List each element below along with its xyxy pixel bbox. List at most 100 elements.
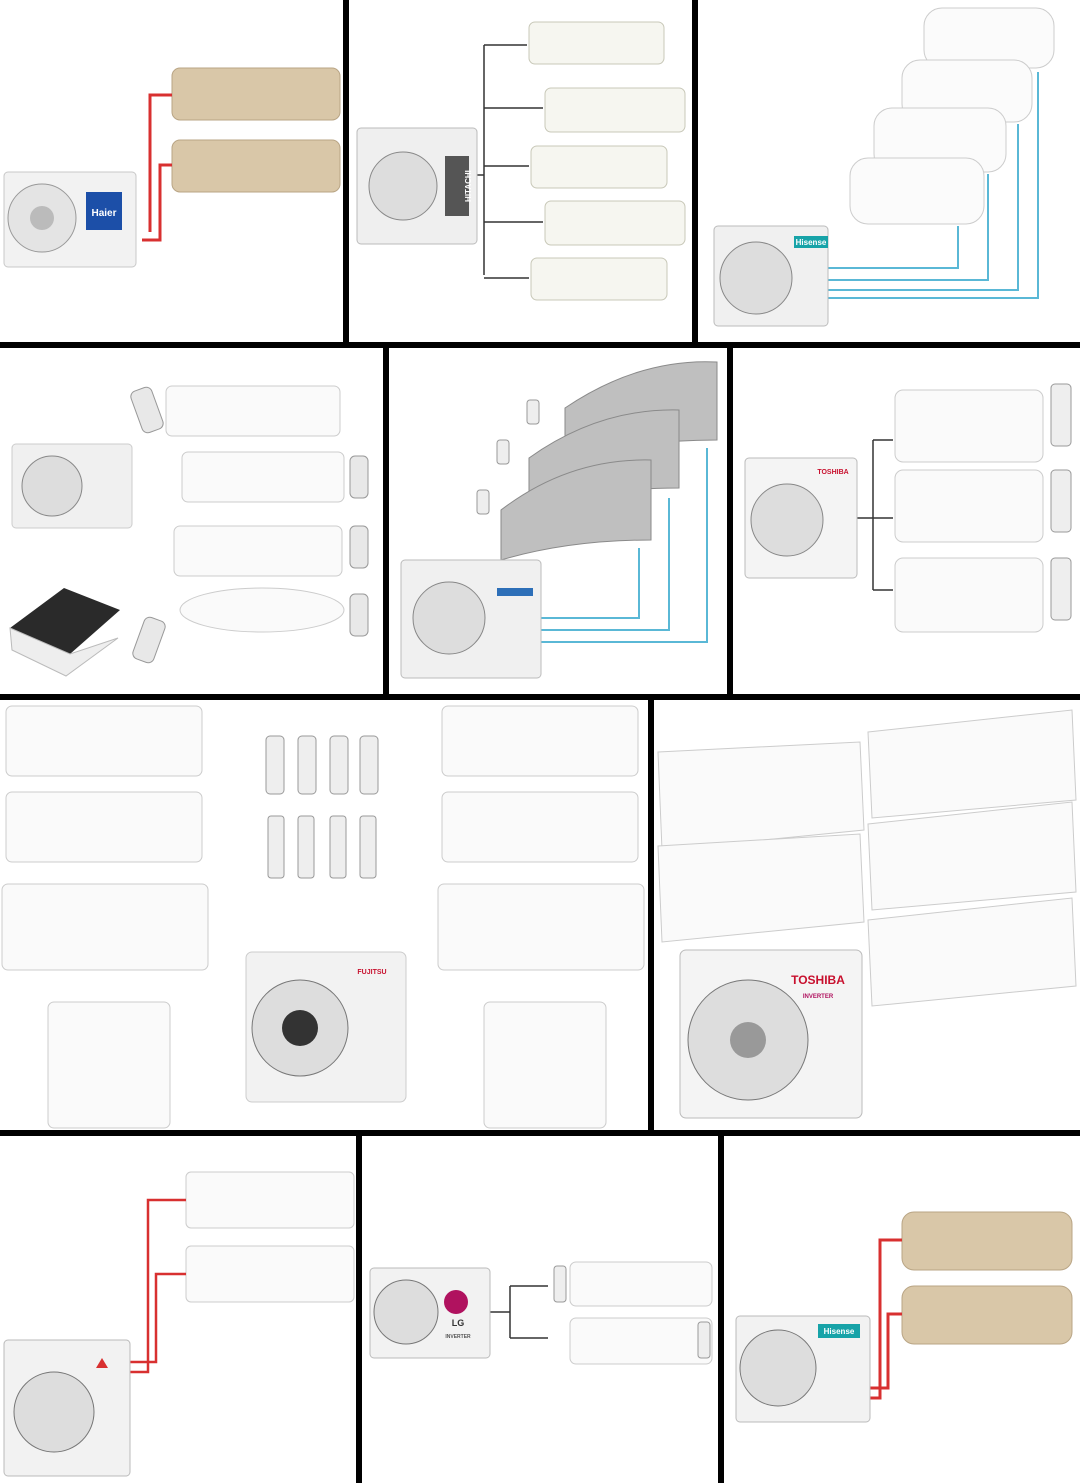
indoor-unit — [923, 7, 1055, 69]
fan-grille — [21, 455, 83, 517]
refrigerant-pipe — [539, 448, 708, 643]
hitachi-illustration: HITACHI — [356, 21, 686, 301]
remote-control — [476, 489, 490, 515]
remote-control — [359, 735, 379, 795]
refrigerant-pipe — [828, 72, 1039, 299]
brand-sub-text: INVERTER — [803, 994, 834, 1000]
remote-control — [297, 735, 317, 795]
panel-toshiba-five-units: TOSHIBA INVERTER — [654, 700, 1080, 1130]
fan-grille — [719, 241, 793, 315]
connection-arrows — [490, 1285, 548, 1339]
hisense-logo-plate — [818, 1324, 860, 1338]
brand-logo-text: TOSHIBA — [791, 973, 845, 987]
indoor-unit — [1, 883, 209, 971]
wired-controller — [359, 815, 377, 879]
brand-logo-text: FUJITSU — [357, 969, 386, 976]
panel-silver-indoor-units — [389, 348, 727, 694]
connection-arrows — [855, 439, 893, 591]
wired-controller — [267, 815, 285, 879]
ceiling-unit — [179, 587, 345, 633]
hisense-logo-plate — [794, 236, 828, 248]
remote-control — [130, 386, 164, 434]
brand-logo-text: HITACHI — [464, 170, 473, 202]
remote-control — [349, 593, 369, 637]
floor-console-unit — [47, 1001, 171, 1129]
indoor-unit — [528, 21, 665, 65]
remote-control — [1050, 383, 1072, 447]
brand-sub-text: INVERTER — [445, 1334, 471, 1340]
hisense-illustration: Hisense — [713, 7, 1055, 327]
indoor-unit — [173, 525, 343, 577]
fan-grille — [368, 151, 438, 221]
indoor-unit — [181, 451, 345, 503]
panel-toshiba-multi-split: TOSHIBA — [733, 348, 1080, 694]
indoor-unit — [894, 557, 1044, 633]
remote-control — [496, 439, 510, 465]
fan-grille — [750, 483, 824, 557]
fan-grille — [373, 1279, 439, 1345]
panel-hitachi-multi-split: HITACHI — [349, 0, 692, 342]
indoor-unit-silver — [500, 459, 652, 561]
refrigerant-pipe — [130, 1198, 186, 1374]
indoor-unit — [867, 709, 1077, 819]
wired-controller — [297, 815, 315, 879]
indoor-unit — [441, 791, 639, 863]
remote-control — [1050, 469, 1072, 533]
refrigerant-pipe — [870, 1238, 902, 1400]
indoor-unit — [530, 145, 668, 189]
indoor-unit-beige — [901, 1285, 1073, 1345]
fan-grille — [739, 1329, 817, 1407]
brand-logo-mark — [96, 1358, 108, 1368]
panel-hisense-multi-split: Hisense — [698, 0, 1080, 342]
indoor-unit — [657, 741, 865, 851]
indoor-unit — [569, 1317, 713, 1365]
fujitsu-illustration: FUJITSU — [1, 705, 645, 1129]
brand-logo-text: LG — [452, 1318, 465, 1328]
remote-control — [132, 616, 166, 664]
indoor-unit — [849, 157, 985, 225]
indoor-unit — [544, 87, 686, 133]
indoor-unit-beige — [901, 1211, 1073, 1271]
indoor-unit — [5, 791, 203, 863]
floor-console-unit — [483, 1001, 607, 1129]
indoor-unit — [657, 833, 865, 943]
panel-mixed-indoor-units — [0, 348, 383, 694]
indoor-unit — [530, 257, 668, 301]
indoor-unit — [441, 705, 639, 777]
indoor-unit — [165, 385, 341, 437]
wired-controller — [329, 815, 347, 879]
hisense-beige-illustration: Hisense — [735, 1211, 1073, 1423]
remote-control — [349, 455, 369, 499]
remote-control — [553, 1265, 567, 1303]
haier-illustration: Haier — [3, 67, 341, 268]
indoor-unit — [867, 801, 1077, 911]
indoor-unit-beige — [171, 67, 341, 121]
indoor-unit — [894, 469, 1044, 543]
lg-logo-circle — [444, 1290, 468, 1314]
indoor-unit — [5, 705, 203, 777]
indoor-unit — [544, 200, 686, 246]
indoor-unit — [894, 389, 1044, 463]
fan-grille — [412, 581, 486, 655]
brand-logo-text: TOSHIBA — [817, 469, 848, 476]
brand-logo-text: Haier — [91, 208, 116, 219]
toshiba-illustration: TOSHIBA — [744, 383, 1072, 633]
connection-arrows — [474, 44, 543, 279]
lg-illustration: LG INVERTER — [369, 1261, 713, 1365]
mixed-units-illustration — [9, 385, 369, 677]
indoor-unit — [569, 1261, 713, 1307]
cassette-unit — [10, 588, 120, 654]
haier-logo-plate — [86, 192, 122, 230]
remote-control — [349, 525, 369, 569]
toshiba-large-illustration: TOSHIBA INVERTER — [657, 709, 1077, 1119]
silver-units-illustration — [400, 361, 718, 679]
mitsubishi-illustration — [3, 1171, 355, 1477]
brand-logo-text: Hisense — [824, 1327, 855, 1336]
indoor-unit-beige — [171, 139, 341, 193]
indoor-unit — [437, 883, 645, 971]
panel-haier-multi-split: Haier — [0, 0, 343, 342]
panel-mitsubishi-multi-split — [0, 1136, 356, 1483]
indoor-unit — [185, 1245, 355, 1303]
remote-control — [265, 735, 285, 795]
remote-control — [526, 399, 540, 425]
